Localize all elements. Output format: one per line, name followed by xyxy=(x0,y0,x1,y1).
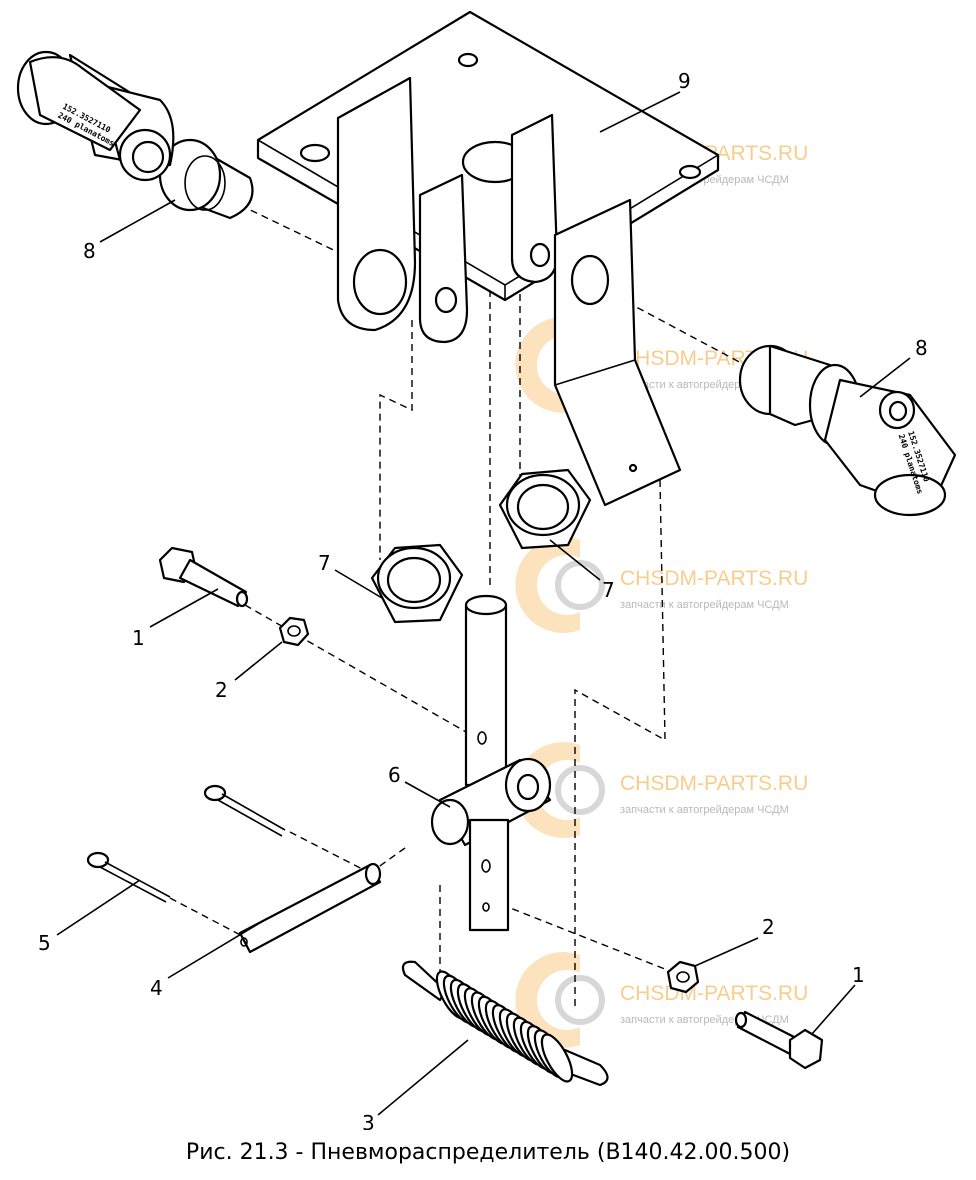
spring-coil xyxy=(540,1033,574,1083)
callout-8-right: 8 xyxy=(915,336,928,360)
part-3-spring xyxy=(401,960,609,1087)
callout-5: 5 xyxy=(38,931,51,955)
watermark-title: CHSDM-PARTS.RU xyxy=(620,772,808,795)
callout-7-right: 7 xyxy=(602,578,615,602)
part-1-bolt-right xyxy=(734,1010,824,1070)
part-2-nut-right xyxy=(666,960,700,994)
watermark-title: CHSDM-PARTS.RU xyxy=(620,567,808,590)
callout-2-right: 2 xyxy=(762,915,775,939)
part-4-pin xyxy=(238,862,382,954)
callout-2-left: 2 xyxy=(215,678,228,702)
callout-1-left: 1 xyxy=(132,626,145,650)
part-2-nut-left xyxy=(278,616,310,647)
watermark-title: CHSDM-PARTS.RU xyxy=(620,982,808,1005)
callout-1-right: 1 xyxy=(852,963,865,987)
watermark-3: CHSDM-PARTS.RU запчасти к автогрейдерам … xyxy=(515,537,808,633)
callout-8-left: 8 xyxy=(83,239,96,263)
part-8-valve-right: 152.3527110 240 planatoms xyxy=(738,344,957,517)
exploded-assembly-drawing: CHSDM-PARTS.RU запчасти к автогрейдерам … xyxy=(16,10,957,1130)
callout-3: 3 xyxy=(362,1111,375,1130)
part-7-nut-left xyxy=(370,543,464,624)
watermark-subtitle: запчасти к автогрейдерам ЧСДМ xyxy=(620,804,789,816)
part-5-cotter-pin-upper xyxy=(203,784,286,837)
part-7-nut-right xyxy=(498,468,592,550)
part-6-rod-assembly xyxy=(430,594,552,932)
callout-9: 9 xyxy=(678,69,691,93)
part-9-mounting-plate xyxy=(256,10,720,507)
watermark-4: CHSDM-PARTS.RU запчасти к автогрейдерам … xyxy=(515,742,808,838)
callout-7-left: 7 xyxy=(318,551,331,575)
callouts: 1 2 3 4 5 6 7 7 8 8 9 2 1 xyxy=(38,69,928,1130)
spring-coils xyxy=(435,970,574,1083)
part-8-valve-upper-left: 152.3527110 240 planatoms xyxy=(16,50,254,220)
watermark-gear-icon xyxy=(515,537,580,633)
watermark-subtitle: запчасти к автогрейдерам ЧСДМ xyxy=(620,599,789,611)
figure-caption: Рис. 21.3 - Пневмораспределитель (В140.4… xyxy=(185,1140,791,1165)
callout-6: 6 xyxy=(388,763,401,787)
part-1-bolt-left xyxy=(158,546,249,608)
part-5-cotter-pin-lower xyxy=(86,851,171,903)
callout-4: 4 xyxy=(150,976,163,1000)
watermark-gear-icon xyxy=(515,317,580,413)
